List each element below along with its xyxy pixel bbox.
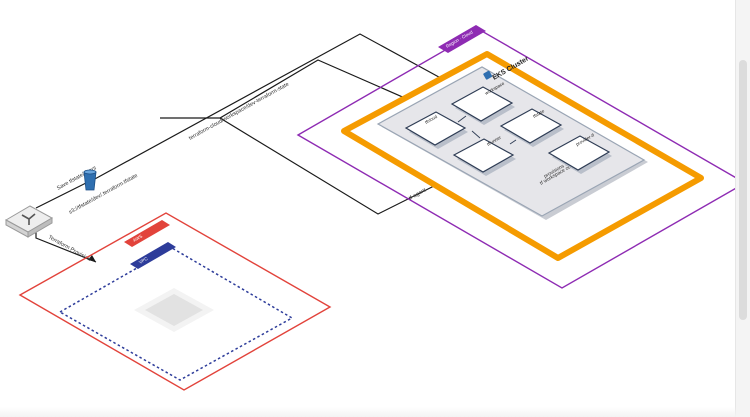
node-label: tfcloud: [424, 114, 438, 125]
node-label: tfstate: [532, 108, 546, 119]
cluster-arrows: [457, 115, 517, 145]
bottom-edge: [0, 407, 736, 417]
connector-label-upper: terraform-cloud/workspace/dev-terraform-…: [188, 82, 290, 142]
node-tfcloud[interactable]: tfcloud: [404, 111, 468, 149]
arrowhead-icon: [88, 255, 96, 262]
vpc-frame[interactable]: VPC: [58, 242, 294, 381]
scrollbar-thumb[interactable]: [739, 60, 747, 320]
node-tfstate[interactable]: tfstate: [499, 108, 564, 147]
router-icon[interactable]: [4, 205, 54, 238]
aws-frame-tag-label: AWS: [132, 233, 143, 242]
node-provider-tf[interactable]: provider-tf: [547, 132, 612, 174]
vpc-frame-tag-label: VPC: [138, 256, 149, 265]
connector-lower: [160, 59, 456, 121]
connector-router-storage: [35, 181, 89, 209]
outer-region-tag: [438, 25, 486, 53]
aws-frame-tag: [124, 220, 170, 247]
aws-frame[interactable]: AWS: [18, 212, 332, 391]
connector-label-lower: tf-agent: [408, 187, 428, 202]
subnet-placeholder[interactable]: [134, 288, 214, 332]
eks-cluster-icon: [483, 70, 493, 80]
storage-bucket-icon[interactable]: [83, 169, 97, 191]
vertical-scrollbar[interactable]: [735, 0, 750, 417]
vpc-frame-tag: [130, 242, 176, 269]
